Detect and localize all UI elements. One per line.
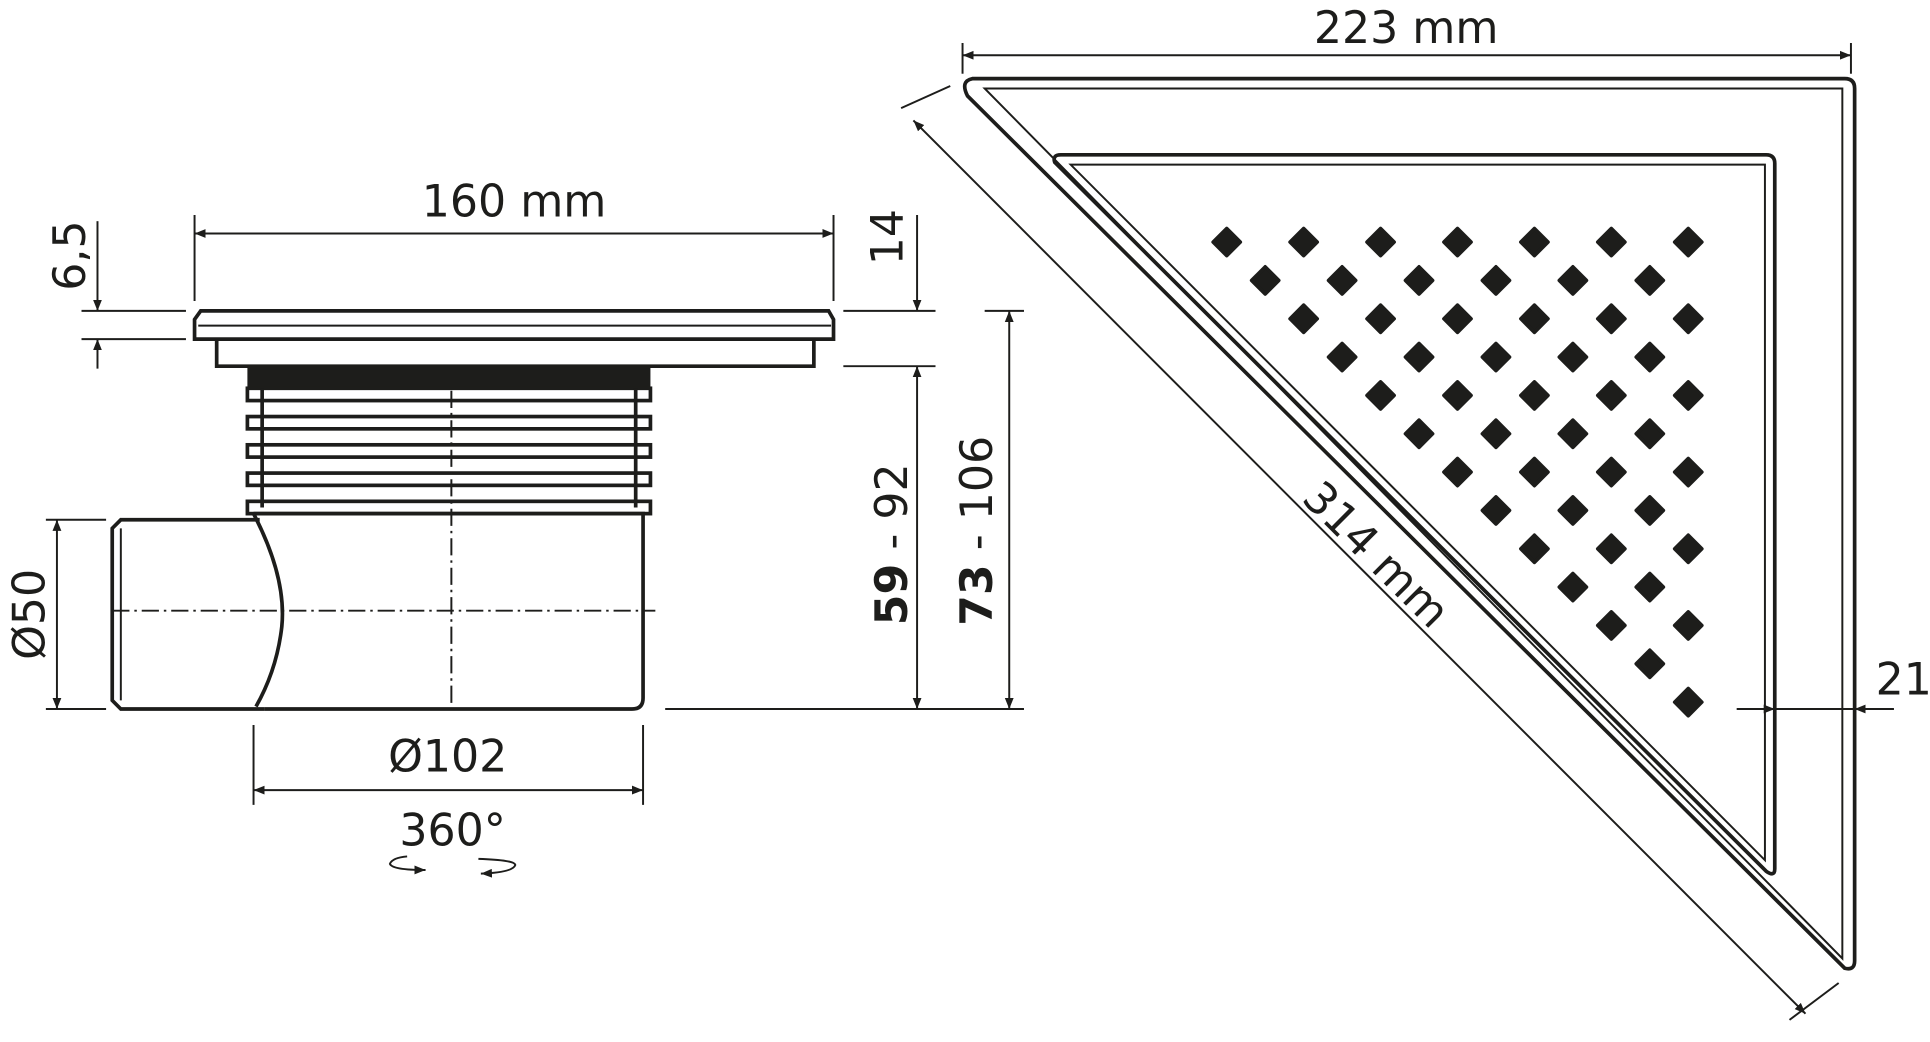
grate-hole: [1365, 380, 1396, 411]
grate-hole: [1519, 226, 1550, 258]
grate-hole: [1442, 456, 1473, 488]
dimension-50-label: Ø50: [5, 569, 56, 660]
rotation-label: 360°: [399, 805, 506, 856]
grate-hole: [1672, 456, 1704, 488]
grate-hole: [1595, 380, 1627, 411]
grate-hole: [1634, 418, 1666, 450]
grate-hole: [1595, 533, 1627, 565]
grate-hole: [1557, 571, 1589, 603]
grate-hole: [1595, 456, 1627, 488]
top-view: 223 mm 314 mm 21: [900, 3, 1930, 1021]
grate-hole: [1480, 341, 1512, 373]
grate-hole: [1442, 380, 1473, 411]
dimension-314-label: 314 mm: [1293, 472, 1460, 639]
grate-hole: [1480, 265, 1512, 296]
grate-hole: [1480, 418, 1512, 450]
dimension-14-label: 14: [862, 209, 913, 265]
rib: [245, 442, 653, 459]
grate-hole: [1326, 341, 1358, 373]
grate-hole: [1519, 456, 1550, 488]
grate-hole: [1249, 265, 1281, 296]
grate-hole: [1595, 226, 1627, 258]
grate-hole: [1672, 380, 1704, 411]
grate-hole: [1672, 686, 1704, 718]
corner-grate: [962, 76, 1857, 971]
dimension-21-label: 21: [1876, 654, 1930, 705]
grate-hole: [1480, 495, 1512, 526]
grate-hole: [1403, 418, 1435, 450]
grate-hole: [1634, 571, 1666, 603]
grate-hole: [1634, 265, 1666, 296]
rib: [245, 471, 653, 488]
grate-hole: [1519, 533, 1550, 565]
dimension-223-label: 223 mm: [1314, 3, 1499, 54]
grate-hole: [1288, 226, 1320, 258]
grate-hole: [1595, 610, 1627, 641]
grate-hole: [1519, 380, 1550, 411]
grate-hole: [1672, 303, 1704, 335]
dimension-6-5-label: 6,5: [45, 220, 96, 290]
grate-hole: [1634, 495, 1666, 526]
grate-hole: [1634, 648, 1666, 680]
grate-hole: [1634, 341, 1666, 373]
dimension-102-label: Ø102: [388, 732, 507, 783]
grate-hole: [1365, 226, 1396, 258]
grate-pattern: [1211, 226, 1704, 718]
grate-hole: [1595, 303, 1627, 335]
rib: [245, 414, 653, 431]
dimension-73-106-label: 73 - 106: [952, 436, 1003, 626]
grate-hole: [1557, 341, 1589, 373]
grate-hole: [1365, 303, 1396, 335]
drain-body: [110, 309, 836, 711]
grate-hole: [1557, 495, 1589, 526]
dimension-314: [912, 119, 1807, 1015]
grate-hole: [1403, 265, 1435, 296]
rib: [245, 386, 653, 403]
grate-hole: [1672, 226, 1704, 258]
dimension-59-92-label: 59 - 92: [867, 463, 918, 625]
grate-hole: [1557, 418, 1589, 450]
grate-hole: [1403, 341, 1435, 373]
grate-hole: [1326, 265, 1358, 296]
dimension-160-label: 160 mm: [422, 176, 607, 227]
grate-hole: [1288, 303, 1320, 335]
grate-hole: [1672, 610, 1704, 641]
grate-hole: [1211, 226, 1243, 258]
seal-band: [247, 366, 651, 389]
side-view: 160 mm 6,5 14 59 - 92 73 - 106 Ø50 Ø102 …: [5, 176, 1024, 878]
grate-hole: [1519, 303, 1550, 335]
grate-hole: [1557, 265, 1589, 296]
rotation-arrows-icon: [388, 855, 517, 878]
grate-hole: [1672, 533, 1704, 565]
grate-hole: [1442, 303, 1473, 335]
grate-hole: [1442, 226, 1473, 258]
